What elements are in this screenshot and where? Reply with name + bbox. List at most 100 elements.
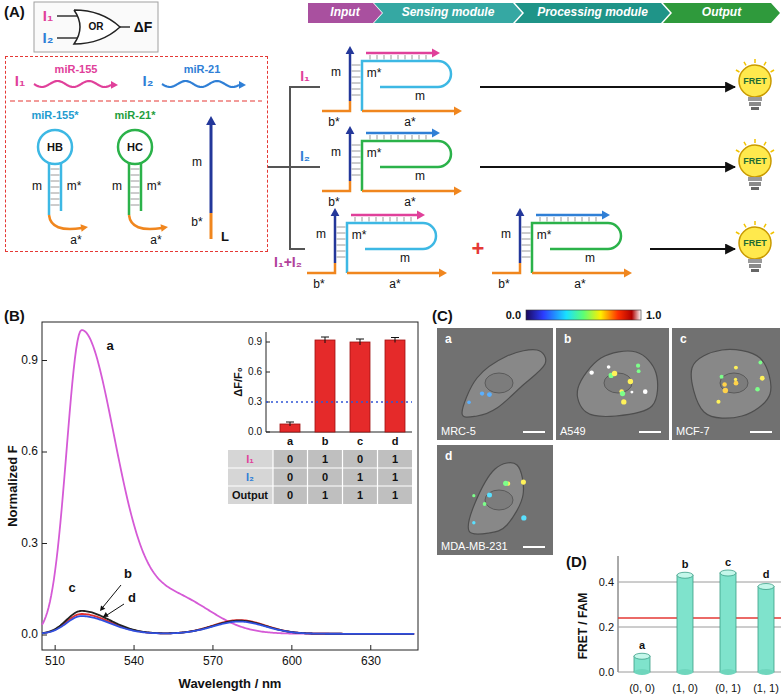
gate-frame xyxy=(34,2,158,52)
base-pair xyxy=(352,71,361,72)
image-ground xyxy=(672,328,780,440)
strand-label: m xyxy=(32,180,42,194)
linker-strand: mb*L xyxy=(181,113,241,247)
tick-mark xyxy=(134,645,135,650)
arrow-head xyxy=(161,224,169,232)
error-bar xyxy=(360,339,361,345)
strand-label: m xyxy=(400,252,410,266)
hairpin-probe: miR-21*HCmm*a* xyxy=(98,107,173,249)
table-rule xyxy=(228,467,412,468)
base-pair xyxy=(51,169,60,170)
base-pair xyxy=(568,217,569,222)
node-outline xyxy=(735,141,775,193)
cylinder-top xyxy=(720,570,736,576)
divider xyxy=(10,100,262,101)
toehold-tail xyxy=(532,272,625,275)
cell-image xyxy=(556,328,669,440)
arrow-head xyxy=(516,208,525,216)
base-pair xyxy=(522,245,531,246)
cylinder-top xyxy=(758,584,774,590)
toehold-tail xyxy=(362,190,455,193)
linker-b xyxy=(322,101,350,111)
image-ground xyxy=(437,328,553,440)
light-ray xyxy=(754,139,756,143)
tick-mark xyxy=(370,645,371,650)
base-pair xyxy=(376,217,377,222)
axis-title-d: FRET / FAM xyxy=(577,593,591,660)
bulb-glass xyxy=(739,65,771,97)
strand-label: a* xyxy=(150,234,161,248)
scale-bar xyxy=(639,431,661,433)
cylinder-base xyxy=(720,669,736,675)
image-letter: a xyxy=(445,333,452,347)
signal-dot xyxy=(620,391,625,396)
stage-arrow xyxy=(515,3,670,23)
bar xyxy=(315,340,335,432)
light-ray xyxy=(764,62,766,65)
bulb-base xyxy=(749,182,761,186)
base-pair xyxy=(554,217,555,222)
linker-m xyxy=(349,54,352,101)
tick-label: 0.6 xyxy=(21,445,38,459)
table-rule xyxy=(228,485,412,486)
image-letter: c xyxy=(680,333,687,347)
base-pair xyxy=(352,151,361,152)
arrow-head xyxy=(602,211,610,220)
cylinder-base xyxy=(758,669,774,675)
base-pair xyxy=(412,55,413,60)
arrow-head xyxy=(103,612,109,617)
hairpin-stem xyxy=(48,162,51,215)
tick-mark xyxy=(266,372,270,373)
signal-dot xyxy=(636,364,640,368)
bar-letter: a xyxy=(287,435,293,448)
toehold-tail xyxy=(347,272,440,275)
node-outline xyxy=(735,223,775,275)
base-pair xyxy=(426,135,427,140)
light-ray xyxy=(764,224,766,227)
fret-bulb: FRET xyxy=(735,223,775,275)
hairpin-probe: miR-155*HBmm*a* xyxy=(18,107,93,249)
base-pair xyxy=(51,187,60,188)
base-pair xyxy=(377,55,378,60)
bulb-base xyxy=(749,264,761,268)
cell-nucleus xyxy=(485,490,513,510)
signal-dot xyxy=(467,401,471,405)
curve-letter: d xyxy=(128,591,136,606)
base-pair xyxy=(370,135,371,140)
logic-gate: OR xyxy=(74,10,120,44)
threshold-line xyxy=(266,401,412,403)
base-pair xyxy=(522,239,531,240)
signal-dot xyxy=(487,392,492,397)
base-pair xyxy=(131,181,140,182)
tick-d: (0, 1) xyxy=(715,682,741,695)
strand-label: m xyxy=(112,180,122,194)
light-ray xyxy=(771,232,774,234)
gate-name: OR xyxy=(89,21,104,33)
signal-dot xyxy=(589,370,593,374)
cylinder-top xyxy=(677,572,693,578)
signal-dot xyxy=(472,521,475,524)
arrow-head xyxy=(432,129,440,138)
table-cell: 0 xyxy=(287,489,293,502)
signal-dot xyxy=(480,391,484,395)
panel-letter: (C) xyxy=(432,307,453,324)
bulb-base xyxy=(749,102,761,106)
strand-label: m xyxy=(415,90,425,104)
arrow-head xyxy=(624,269,632,278)
base-pair xyxy=(391,55,392,60)
linker-m xyxy=(519,216,522,263)
gate-wire xyxy=(57,37,78,39)
stage-name: Processing module xyxy=(537,6,648,20)
arrow-head xyxy=(417,211,425,220)
strand-label: a* xyxy=(404,196,415,210)
strand-label: m* xyxy=(537,229,552,243)
strand-label: m xyxy=(501,228,511,242)
or-gate-symbol xyxy=(74,10,120,44)
cell-body xyxy=(468,463,523,535)
light-ray xyxy=(744,62,746,65)
arrow-head xyxy=(432,49,440,58)
cylinder-bar xyxy=(758,587,774,673)
branch-line xyxy=(268,87,320,167)
base-pair xyxy=(405,55,406,60)
table-one: I₁ xyxy=(246,453,254,466)
